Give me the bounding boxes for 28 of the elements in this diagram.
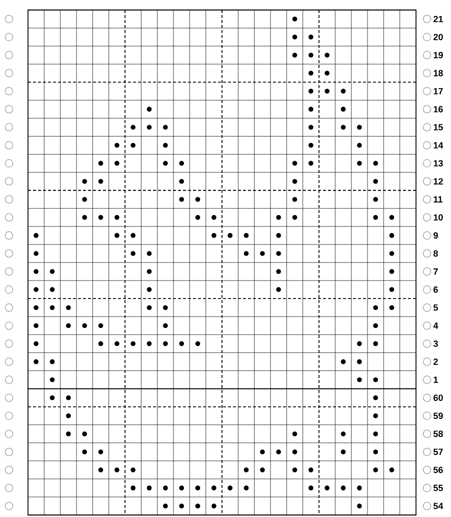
row-number: 4 <box>433 322 438 329</box>
row-number: 20 <box>434 34 443 40</box>
row-number: 2 <box>434 358 438 365</box>
row-number: 16 <box>434 106 443 112</box>
row-number: 19 <box>434 52 443 58</box>
row-number: 9 <box>434 232 438 239</box>
row-number: 54 <box>433 502 444 510</box>
row-number: 60 <box>434 394 443 401</box>
row-number: 17 <box>434 88 443 94</box>
row-number: 5 <box>433 304 438 311</box>
row-number: 10 <box>434 214 443 221</box>
row-number: 8 <box>433 250 438 257</box>
row-number: 3 <box>433 340 438 347</box>
row-number: 11 <box>434 196 442 202</box>
row-number: 57 <box>433 448 443 456</box>
row-number: 15 <box>434 124 443 130</box>
row-number: 14 <box>434 142 444 148</box>
row-number: 59 <box>433 412 443 419</box>
row-number: 7 <box>434 268 438 275</box>
row-number: 6 <box>434 286 438 293</box>
row-number: 12 <box>434 178 443 184</box>
row-number: 18 <box>434 70 443 76</box>
row-number: 21 <box>434 16 443 22</box>
row-number: 56 <box>433 466 443 474</box>
row-number: 1 <box>434 376 438 383</box>
row-number: 13 <box>434 160 443 166</box>
row-number: 55 <box>433 484 443 492</box>
row-number: 58 <box>433 430 443 438</box>
